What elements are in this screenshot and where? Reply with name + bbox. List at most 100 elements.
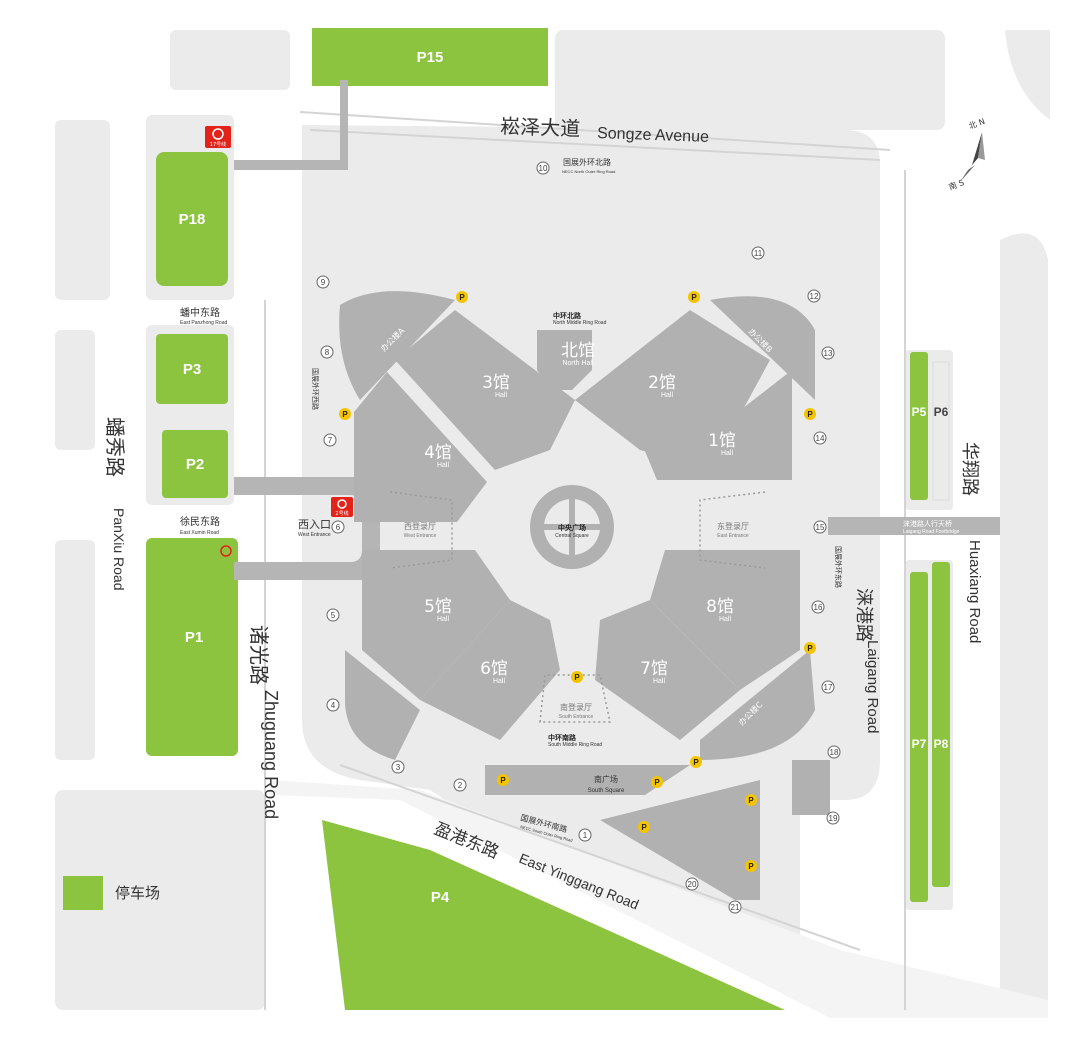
metro-exit-icon	[220, 545, 232, 557]
lot-p15	[312, 28, 548, 86]
svg-text:P: P	[748, 862, 754, 871]
metro-line17-label: 17号线	[210, 141, 226, 148]
west-lobby-cn: 西登录厅	[404, 521, 436, 531]
gate-label: 11	[754, 249, 763, 258]
gate-label: 16	[814, 603, 823, 612]
lot-label-p15: P15	[417, 49, 444, 66]
gate-label: 15	[816, 523, 825, 532]
hall-3	[395, 310, 575, 470]
gate-12: 12	[807, 289, 821, 303]
legend-label: 停车场	[115, 884, 160, 902]
hall-label-2: 2馆	[648, 373, 676, 393]
compass-north: 北 N	[968, 117, 987, 131]
gate-label: 6	[336, 523, 341, 532]
gate-label: 14	[816, 434, 825, 443]
halls	[339, 291, 830, 900]
hall-label-2-en: Hall	[661, 392, 674, 399]
laigang-cn: 涞港路	[853, 588, 874, 642]
footbridge-metro17	[234, 160, 344, 170]
hall-label-4-en: Hall	[437, 462, 450, 469]
middle-north-en: North Middle Ring Road	[553, 320, 607, 326]
hall-label-1-en: Hall	[721, 450, 734, 457]
hall-label-5: 5馆	[424, 597, 452, 617]
road-lines	[264, 111, 906, 1010]
gate-1: 1	[578, 828, 592, 842]
hall-5	[362, 550, 510, 700]
parking-marker: P	[651, 776, 663, 788]
gate-label: 5	[331, 611, 336, 620]
parking-marker: P	[571, 671, 583, 683]
block-e	[1000, 233, 1048, 1011]
gate-6: 6	[331, 520, 345, 534]
yinggang-line	[339, 764, 861, 951]
hall-7	[595, 600, 740, 740]
east-small-block	[792, 760, 830, 815]
parking-markers: P P P P P P P P P P P P	[339, 291, 816, 872]
gate-label: 20	[688, 880, 697, 889]
panxiu-en: PanXiu Road	[111, 508, 127, 591]
metro-line2-icon: 2号线	[331, 497, 353, 517]
block-sw	[55, 790, 265, 1010]
svg-text:P: P	[654, 778, 660, 787]
hall-label-1: 1馆	[708, 431, 736, 451]
hall-labels: 北馆 North Hall 1馆 Hall 2馆 Hall 3馆 Hall 4馆…	[424, 341, 736, 685]
gate-label: 3	[396, 763, 401, 772]
hall-label-north-en: North Hall	[562, 360, 594, 367]
south-square-block	[485, 765, 690, 795]
lot-p2	[162, 430, 228, 498]
gate-11: 11	[751, 246, 765, 260]
hall-label-7-en: Hall	[653, 678, 666, 685]
hall-label-6: 6馆	[480, 659, 508, 679]
parking-marker: P	[638, 821, 650, 833]
hall-label-3-en: Hall	[495, 392, 508, 399]
gate-17: 17	[821, 680, 835, 694]
office-b	[710, 296, 815, 400]
gate-label: 19	[829, 814, 838, 823]
metro-line2-label: 2号线	[335, 510, 348, 517]
gate-13: 13	[821, 346, 835, 360]
xumin-cn: 徐民东路	[180, 515, 220, 528]
gate-label: 18	[830, 748, 839, 757]
footbridge-east	[828, 517, 1000, 535]
gate-5: 5	[326, 608, 340, 622]
gate-label: 12	[810, 292, 819, 301]
outer-north-en: NECC North Outer Ring Road	[562, 169, 615, 174]
office-a	[339, 291, 455, 400]
east-lobby-cn: 东登录厅	[717, 521, 749, 531]
songze-cn: 崧泽大道	[500, 114, 581, 141]
hall-label-7: 7馆	[640, 659, 668, 679]
gate-19: 19	[826, 811, 840, 825]
hall-label-4: 4馆	[424, 443, 452, 463]
west-entrance-cn: 西入口	[298, 518, 331, 531]
gate-label: 9	[321, 278, 326, 287]
songze-en: Songze Avenue	[597, 125, 709, 146]
huaxiang-cn: 华翔路	[959, 442, 980, 496]
parking-marker: P	[690, 756, 702, 768]
block-n	[555, 30, 945, 130]
hall-4	[354, 372, 487, 522]
lot-label-p6: P6	[934, 405, 949, 419]
gate-14: 14	[813, 431, 827, 445]
lot-label-p2: P2	[186, 456, 204, 473]
legend-swatch	[63, 876, 103, 910]
gate-label: 21	[731, 903, 740, 912]
parking-lots	[146, 28, 950, 1010]
svg-text:P: P	[574, 673, 580, 682]
middle-south-en: South Middle Ring Road	[548, 742, 602, 748]
lot-p18	[156, 152, 228, 286]
gate-10: 10	[536, 161, 550, 175]
panzhong-cn: 蟠中东路	[180, 306, 220, 319]
lot-p4	[322, 820, 785, 1010]
footbridge-north	[340, 80, 348, 170]
gate-9: 9	[316, 275, 330, 289]
office-d	[345, 650, 420, 760]
zhuguang-en: Zhuguang Road	[261, 690, 281, 819]
central-square	[530, 485, 614, 569]
gate-16: 16	[811, 600, 825, 614]
lot-p3	[156, 334, 228, 404]
central-square-en: Central Square	[555, 533, 589, 539]
outer-west-cn: 国展外环西路	[311, 368, 320, 410]
block-nw	[170, 30, 290, 90]
gate-label: 2	[458, 781, 463, 790]
south-lobby-en: South Entrance	[559, 714, 594, 720]
